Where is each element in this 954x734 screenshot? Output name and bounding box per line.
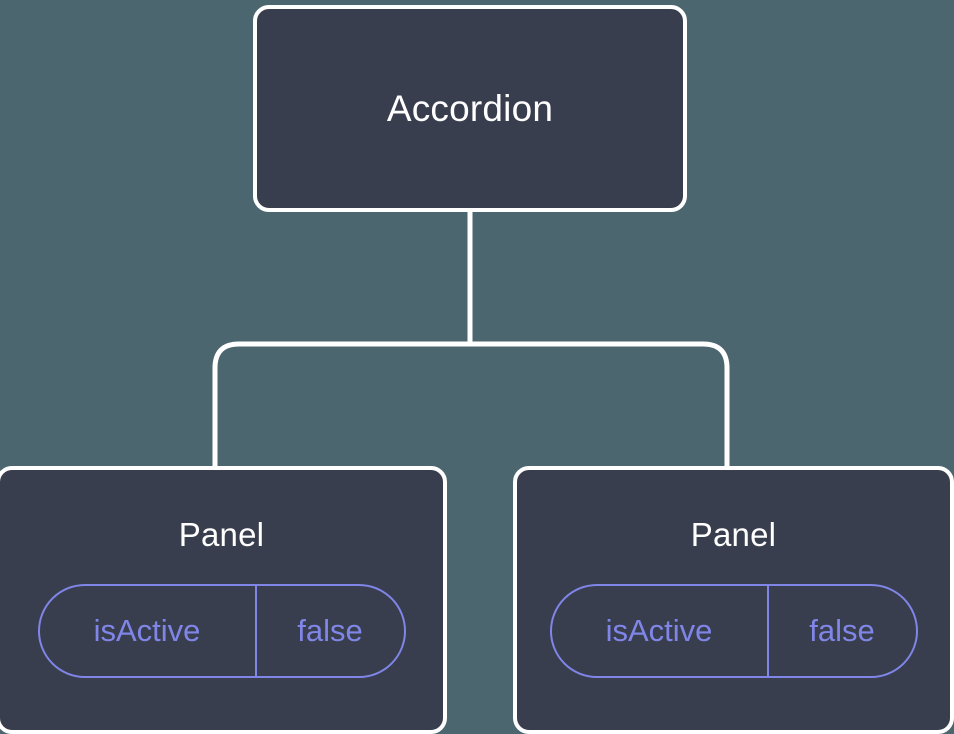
- node-accordion-label: Accordion: [386, 88, 554, 129]
- state-pill-panel-1[interactable]: isActive false: [549, 584, 918, 678]
- node-panel-0[interactable]: Panel isActive false: [0, 466, 447, 734]
- edge-root-to-panel-0: [212, 341, 470, 466]
- edge-root-to-panel-1: [470, 341, 730, 466]
- state-pill-panel-0-value: false: [297, 613, 363, 648]
- node-panel-0-label: Panel: [178, 516, 265, 553]
- state-pill-panel-0-key: isActive: [40, 586, 257, 676]
- node-panel-1-label: Panel: [690, 516, 777, 553]
- state-pill-panel-0[interactable]: isActive false: [37, 584, 406, 678]
- state-pill-panel-1-key: isActive: [552, 586, 769, 676]
- state-pill-panel-1-value: false: [809, 613, 875, 648]
- node-accordion[interactable]: Accordion: [253, 5, 687, 212]
- node-panel-1[interactable]: Panel isActive false: [513, 466, 954, 734]
